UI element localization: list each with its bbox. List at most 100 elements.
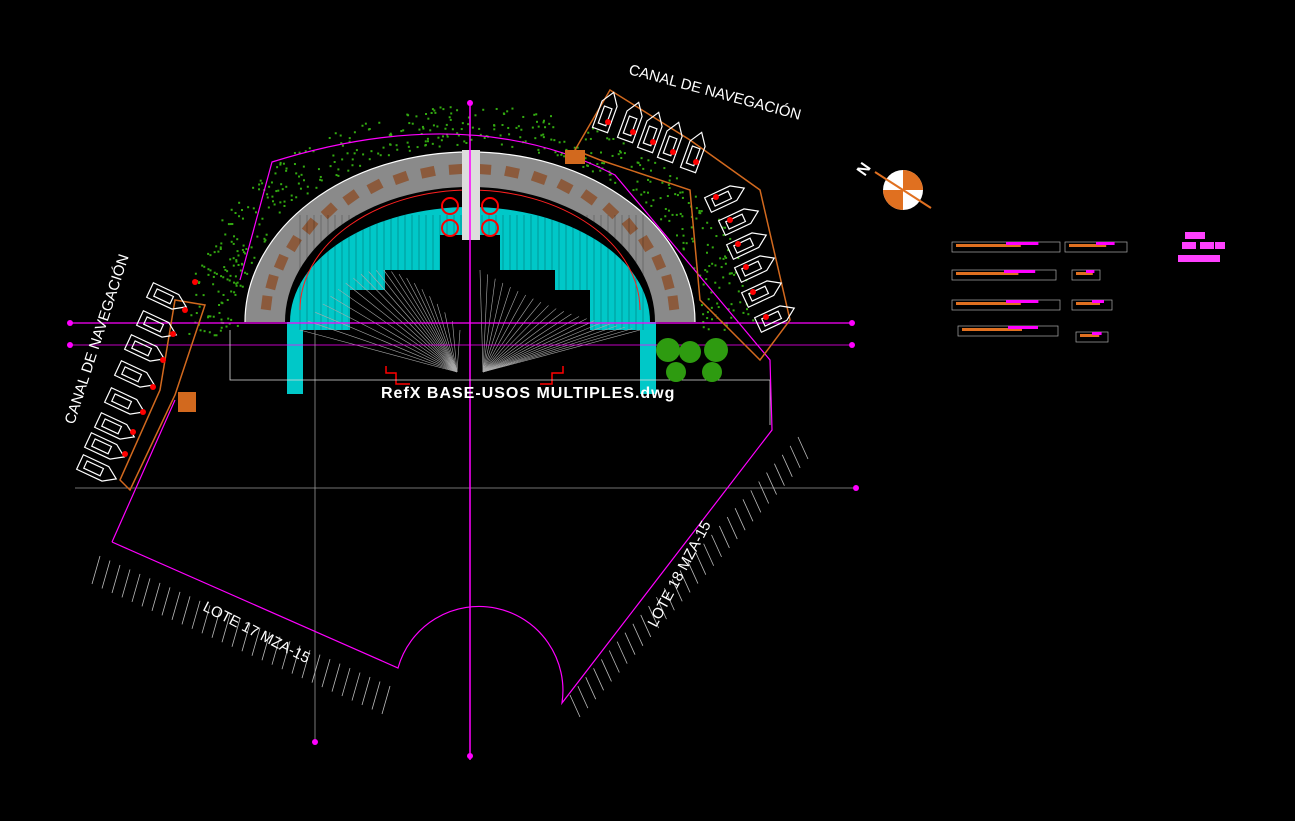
- shrub: [237, 254, 240, 257]
- shrub: [219, 329, 222, 332]
- plan-detail: [1182, 242, 1196, 249]
- shrub: [188, 332, 191, 335]
- shrub: [235, 260, 238, 263]
- shrub: [244, 252, 247, 255]
- shrub: [733, 273, 736, 276]
- shrub: [207, 273, 210, 276]
- shrub: [215, 334, 218, 337]
- shrub: [441, 135, 444, 138]
- shrub: [226, 278, 229, 281]
- shrub: [675, 213, 678, 216]
- planter: [265, 274, 279, 291]
- ray: [315, 312, 458, 373]
- shrub: [742, 311, 745, 314]
- shrub: [304, 150, 307, 153]
- shrub: [431, 142, 434, 145]
- shrub: [264, 239, 267, 242]
- shrub: [422, 127, 425, 130]
- shrub: [563, 155, 566, 158]
- ray: [479, 269, 484, 373]
- shrub: [436, 125, 439, 128]
- shrub: [589, 137, 592, 140]
- shrub: [351, 164, 354, 167]
- shrub: [222, 293, 225, 296]
- shrub: [364, 122, 367, 125]
- section-detail-fill: [1076, 272, 1093, 275]
- shrub: [306, 192, 309, 195]
- shrub: [522, 115, 525, 118]
- ray: [406, 277, 458, 373]
- shrub: [706, 243, 709, 246]
- shrub: [252, 186, 255, 189]
- shrub: [279, 161, 282, 164]
- shrub: [618, 150, 621, 153]
- shrub: [418, 128, 421, 131]
- shrub: [209, 254, 212, 257]
- shrub: [705, 251, 708, 254]
- shrub: [584, 138, 587, 141]
- shrub: [390, 134, 393, 137]
- red-stage-outline: [385, 366, 564, 385]
- ray: [345, 282, 458, 373]
- shrub: [707, 298, 710, 301]
- shrub: [424, 140, 427, 143]
- ray: [482, 308, 557, 373]
- shrub: [355, 149, 358, 152]
- shrub: [643, 191, 646, 194]
- shrub: [256, 235, 259, 238]
- shrub: [701, 227, 704, 230]
- hatch-line: [341, 667, 351, 697]
- dashed-outline: [229, 330, 771, 425]
- shrub: [542, 121, 545, 124]
- shrub: [728, 282, 731, 285]
- shrub: [319, 178, 322, 181]
- shrub: [290, 199, 293, 202]
- shrub: [240, 209, 243, 212]
- shrub: [531, 126, 534, 129]
- shrub: [668, 187, 671, 190]
- shrub: [203, 265, 206, 268]
- ray: [368, 271, 458, 373]
- boat: [123, 333, 166, 362]
- boat: [636, 111, 663, 154]
- shrub: [431, 108, 434, 111]
- hatch-line: [131, 573, 141, 603]
- section-detail-fill: [1092, 300, 1104, 303]
- shrub: [676, 194, 679, 197]
- hatch-line: [291, 645, 301, 674]
- shrub: [320, 179, 323, 182]
- shrub: [654, 161, 657, 164]
- hatch-line: [251, 627, 261, 656]
- shrub: [716, 302, 719, 305]
- shrub: [279, 163, 282, 166]
- boat: [717, 208, 760, 237]
- shrub: [679, 212, 682, 215]
- shrub: [730, 272, 733, 275]
- shrub: [230, 290, 233, 293]
- shrub: [232, 242, 235, 245]
- shrub: [226, 270, 229, 273]
- hatch-line: [151, 582, 161, 612]
- shrub: [278, 211, 281, 214]
- shrub: [430, 112, 433, 115]
- shrub: [411, 122, 414, 125]
- shrub: [649, 169, 652, 172]
- shrub: [614, 181, 617, 184]
- ray: [482, 328, 633, 373]
- boat: [113, 359, 156, 388]
- hatch-line: [201, 605, 211, 634]
- red-marker: [481, 197, 499, 215]
- ray: [482, 301, 542, 373]
- shrub: [711, 318, 714, 321]
- plan-detail: [1178, 255, 1220, 262]
- shrub: [232, 264, 235, 267]
- canal-label-left: CANAL DE NAVEGACIÓN: [62, 252, 133, 426]
- shrub: [718, 286, 721, 289]
- shrub: [457, 134, 460, 137]
- shrub: [642, 167, 645, 170]
- shrub: [306, 185, 309, 188]
- shrub: [536, 120, 539, 123]
- shrub: [727, 249, 730, 252]
- hatch-line: [231, 618, 241, 647]
